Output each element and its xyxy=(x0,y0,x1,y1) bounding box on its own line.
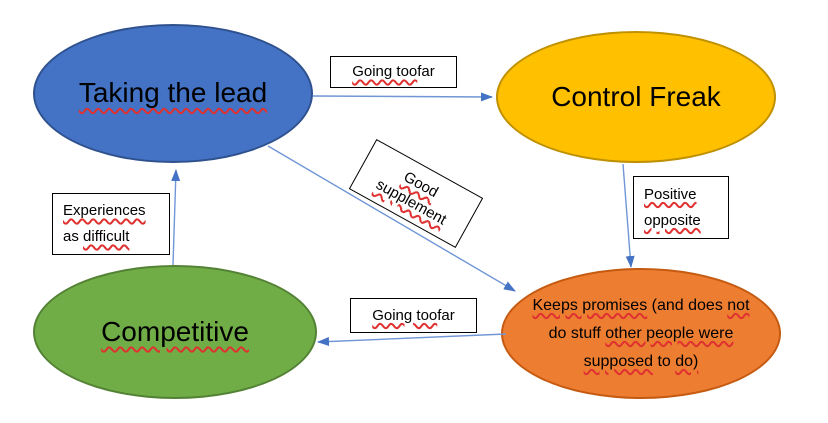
node-taking-the-lead-label: Taking the lead xyxy=(78,77,268,109)
node-keeps-promises-label: Keeps promises (and does not do stuff ot… xyxy=(532,296,750,370)
node-competitive[interactable]: Competitive xyxy=(33,265,317,399)
arrow-keeps-promises-to-competitive[interactable] xyxy=(317,333,507,347)
node-taking-the-lead[interactable]: Taking the lead xyxy=(33,24,313,163)
label-going-too-far-top[interactable]: Going too far xyxy=(330,56,457,88)
node-competitive-label: Competitive xyxy=(101,315,249,347)
node-keeps-promises[interactable]: Keeps promises (and does not do stuff ot… xyxy=(501,268,781,399)
arrow-competitive-to-taking-lead[interactable] xyxy=(171,169,181,266)
arrow-taking-lead-to-control-freak[interactable] xyxy=(312,92,493,102)
arrow-control-freak-to-keeps-promises[interactable] xyxy=(622,163,635,268)
label-going-too-far-bottom[interactable]: Going too far xyxy=(350,298,477,333)
node-control-freak-label: Control Freak xyxy=(551,80,721,112)
arrow-taking-lead-to-keeps-promises[interactable] xyxy=(267,145,516,292)
node-control-freak[interactable]: Control Freak xyxy=(496,31,776,163)
